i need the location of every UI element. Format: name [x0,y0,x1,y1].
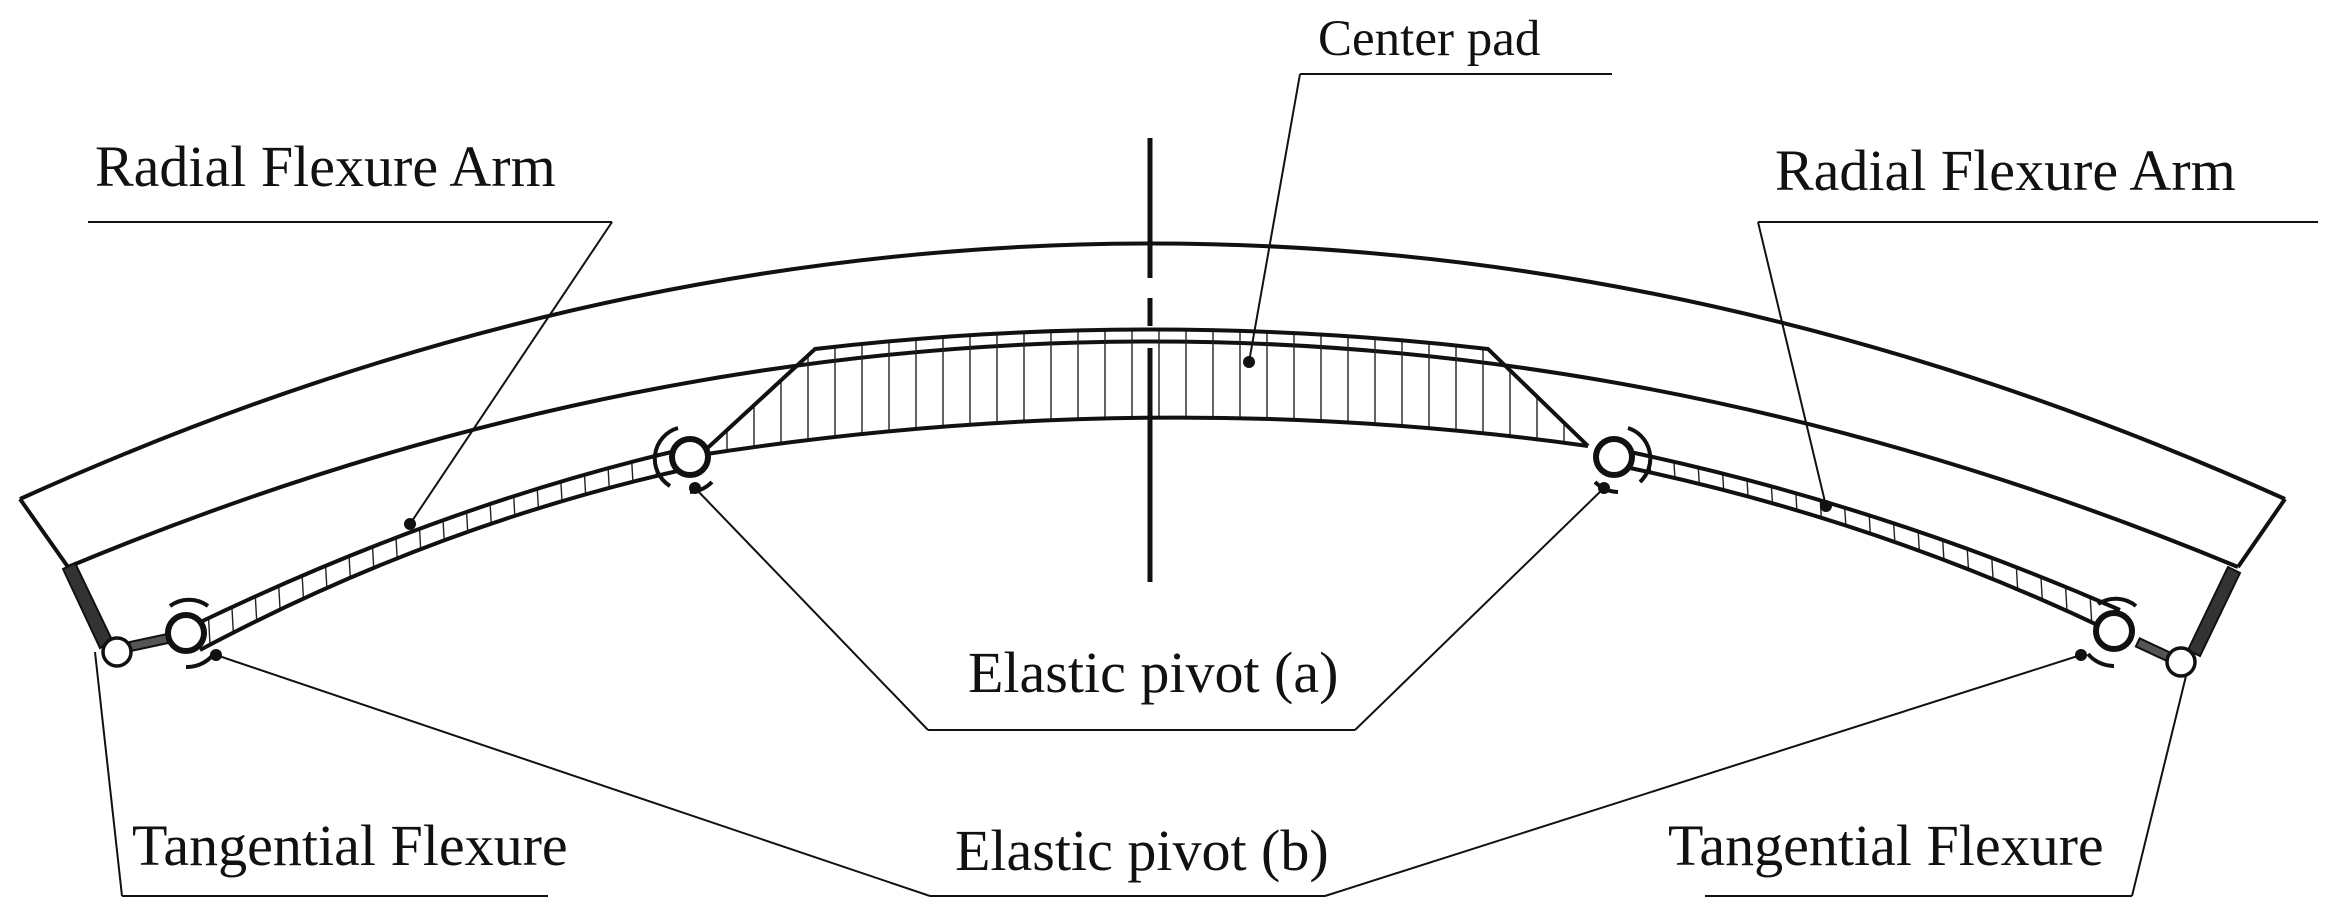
hatch-line [1743,452,1759,630]
end-pin-right [2165,646,2197,678]
hatch-line [2055,452,2071,630]
elastic-pivot-a-label: Elastic pivot (a) [968,640,1338,705]
hatch-line [1911,452,1927,630]
hatch-line [509,450,525,650]
hatch-line [485,450,501,650]
hatch-line [2079,452,2095,630]
hatch-line [629,450,645,650]
end-pin-left [101,636,133,668]
center-pad-label: Center pad [1318,11,1540,67]
hatch-line [557,450,573,650]
hatch-line [413,450,429,650]
hatch-line [1695,452,1711,630]
hatch-line [437,450,453,650]
hatch-line [245,450,261,650]
elastic-pivot-a-right [1593,426,1653,494]
hatch-line [365,450,381,650]
elastic-pivot-b-left [165,597,214,670]
elastic-pivot-a-left [652,426,714,494]
radial-flexure-arm-left-label: Radial Flexure Arm [95,134,556,199]
leader-lines [88,73,2318,897]
tangential-flexure-right-label: Tangential Flexure [1668,813,2104,878]
hatch-line [2031,452,2047,630]
hatch-line [1719,452,1735,630]
hatch-line [317,450,333,650]
elastic-pivot-b-label: Elastic pivot (b) [955,818,1329,883]
hatch-line [533,450,549,650]
tangential-flexure-left-label: Tangential Flexure [132,813,568,878]
hatch-line [581,450,597,650]
center-pad [698,327,1590,457]
hatch-line [221,450,237,650]
elastic-pivot-b-right [2086,596,2138,669]
hatch-line [269,450,285,650]
hatch-line [2007,452,2023,630]
radial-flexure-arm-right-label: Radial Flexure Arm [1775,138,2236,203]
hatch-line [461,450,477,650]
hatch-line [1815,452,1831,630]
hatch-line [293,450,309,650]
radial-flexure-arm-right [1629,450,2121,632]
hatch-line [1767,452,1783,630]
hatch-line [1863,452,1879,630]
hatch-line [1791,452,1807,630]
radial-flexure-arm-left [189,448,701,652]
hatch-line [1983,452,1999,630]
hatch-line [1839,452,1855,630]
